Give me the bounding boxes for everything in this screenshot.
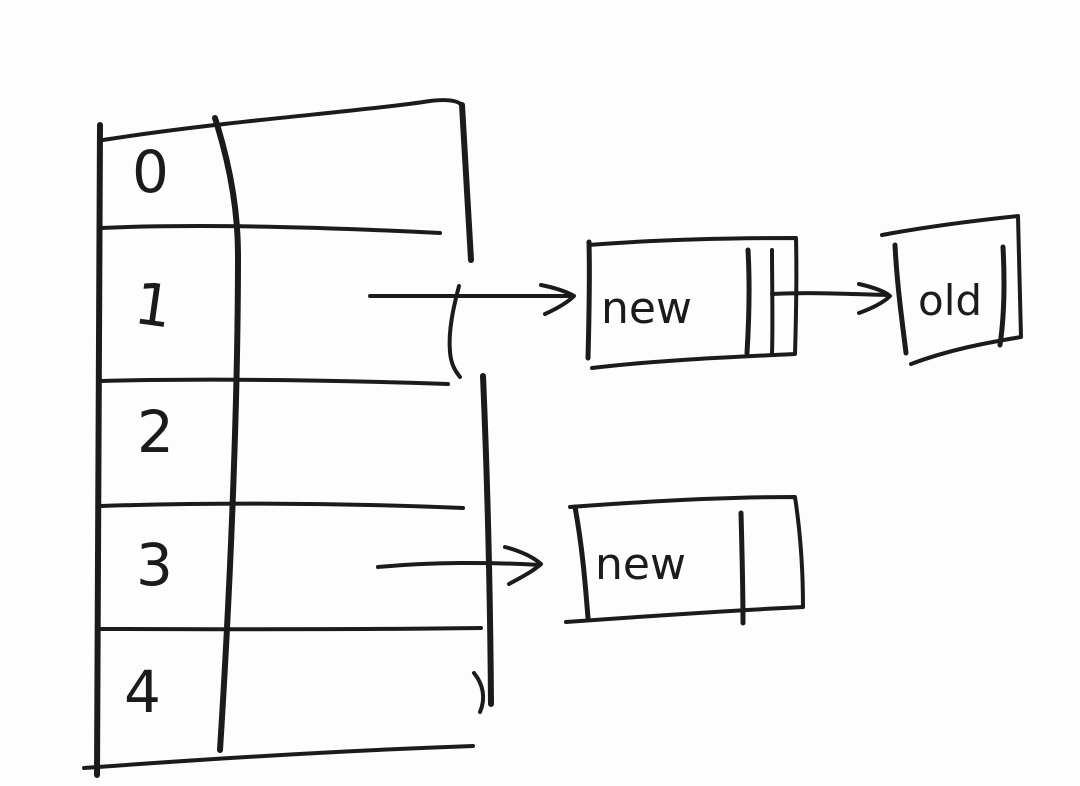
- bucket-1-second-node-value: old: [918, 276, 982, 325]
- index-label-1: 1: [130, 269, 176, 341]
- table-top-border: [101, 98, 465, 142]
- bucket-1-chain: new old: [368, 214, 1023, 370]
- index-column-divider: [212, 115, 241, 753]
- bucket-1-pointer-arrowhead: [539, 283, 576, 316]
- index-label-2: 2: [137, 398, 174, 466]
- table-right-border-end: [472, 671, 486, 714]
- bucket-1-first-node-divider: [744, 247, 752, 356]
- bucket-1-second-node-box: [880, 214, 1023, 366]
- index-label-0: 0: [132, 138, 169, 206]
- bucket-1-second-node-divider: [997, 244, 1007, 348]
- bucket-1-first-node-left-side: [585, 239, 592, 361]
- row-divider-2-3: [99, 501, 465, 510]
- table-right-border-top: [459, 102, 474, 263]
- hash-table: 0 1 2 3 4: [82, 98, 494, 778]
- bucket-3-pointer-line: [376, 560, 542, 569]
- index-label-4: 4: [124, 658, 161, 726]
- row-divider-0-1: [99, 223, 442, 235]
- table-bottom-border: [82, 744, 475, 770]
- bucket-3-pointer-arrowhead: [503, 545, 543, 586]
- bucket-1-second-node-left-side: [892, 242, 909, 356]
- bucket-1-first-node-box: [587, 236, 799, 370]
- bucket-1-next-pointer-line: [770, 291, 890, 297]
- bucket-3-chain: new: [376, 495, 805, 626]
- table-right-border-notch: [447, 284, 462, 379]
- bucket-3-node-divider: [738, 510, 746, 626]
- bucket-3-node-box: [564, 495, 805, 624]
- table-left-border: [94, 122, 104, 778]
- bucket-1-first-node-value: new: [601, 283, 692, 334]
- bucket-3-node-left-side: [572, 504, 591, 621]
- row-divider-1-2: [99, 377, 450, 386]
- index-label-3: 3: [136, 531, 173, 599]
- bucket-1-next-pointer-arrowhead: [857, 282, 892, 315]
- bucket-3-node-value: new: [595, 539, 686, 590]
- table-right-border-bottom: [480, 373, 494, 707]
- row-divider-3-4: [99, 626, 483, 632]
